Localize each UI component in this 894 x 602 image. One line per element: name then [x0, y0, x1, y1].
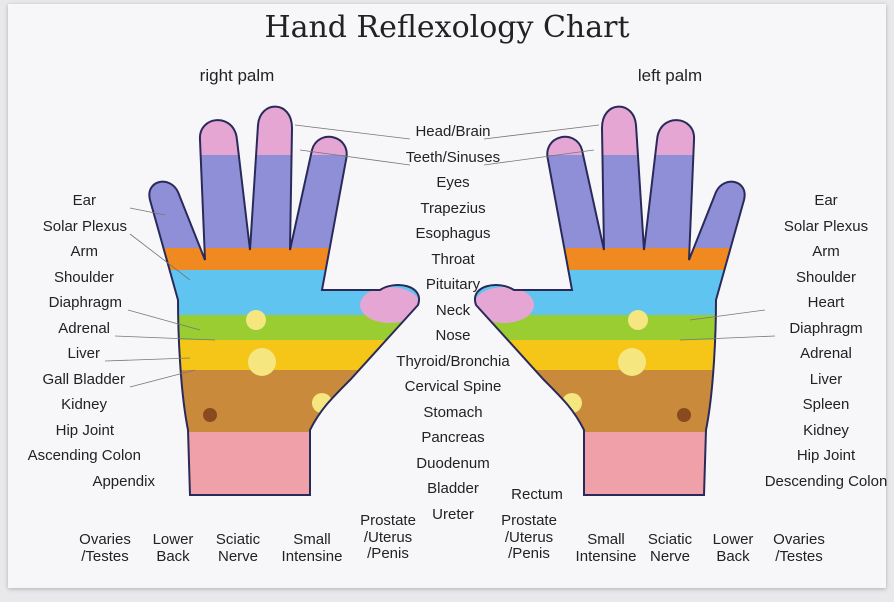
left-label-diaphragm: Diaphragm: [789, 320, 863, 337]
left-label-ovaries-testes: Ovaries/Testes: [773, 531, 825, 565]
right-palm-heading: right palm: [199, 66, 275, 85]
left-label-spleen: Spleen: [802, 396, 850, 413]
left-label-ear: Ear: [814, 192, 838, 209]
left-label-descending-colon: Descending Colon: [764, 473, 888, 490]
right-label-hip-joint: Hip Joint: [55, 422, 114, 439]
chart-card: [8, 4, 886, 588]
label-thyroid-bronchia: Thyroid/Bronchia: [396, 353, 510, 370]
label-head-brain: Head/Brain: [415, 123, 491, 140]
left-label-liver: Liver: [809, 371, 843, 388]
label-cervical-spine: Cervical Spine: [404, 378, 502, 395]
label-pituitary: Pituitary: [425, 276, 481, 293]
left-label-heart: Heart: [807, 294, 845, 311]
leader-lines: [104, 124, 776, 388]
right-label-ascending-colon: Ascending Colon: [27, 447, 141, 464]
left-palm-heading: left palm: [637, 66, 703, 85]
right-palm-illustration: [140, 90, 440, 512]
right-label-gall-bladder: Gall Bladder: [42, 371, 125, 388]
label-throat: Throat: [431, 251, 475, 268]
right-label-adrenal: Adrenal: [58, 320, 110, 337]
right-label-ovaries-testes: Ovaries/Testes: [79, 531, 131, 565]
right-label-liver: Liver: [67, 345, 100, 362]
label-trapezius: Trapezius: [420, 200, 486, 217]
left-label-arm: Arm: [812, 243, 840, 260]
right-label-kidney: Kidney: [61, 396, 107, 413]
right-label-ear: Ear: [72, 192, 96, 209]
label-pancreas: Pancreas: [421, 429, 485, 446]
left-label-kidney: Kidney: [803, 422, 849, 439]
label-ureter: Ureter: [432, 506, 474, 523]
right-label-arm: Arm: [70, 243, 99, 260]
label-stomach: Stomach: [423, 404, 483, 421]
label-duodenum: Duodenum: [416, 455, 490, 472]
label-esophagus: Esophagus: [415, 225, 491, 242]
right-label-prostate-uterus-penis: Prostate/Uterus/Penis: [360, 512, 416, 562]
label-neck: Neck: [435, 302, 471, 319]
label-rectum: Rectum: [511, 486, 563, 503]
right-label-appendix: Appendix: [92, 473, 155, 490]
label-eyes: Eyes: [436, 174, 470, 191]
chart-title: Hand Reflexology Chart: [264, 10, 630, 45]
right-label-diaphragm: Diaphragm: [48, 294, 122, 311]
right-label-shoulder: Shoulder: [53, 269, 114, 286]
right-label-solar-plexus: Solar Plexus: [42, 218, 127, 235]
left-label-prostate-uterus-penis: Prostate/Uterus/Penis: [501, 512, 557, 562]
left-label-hip-joint: Hip Joint: [796, 447, 856, 464]
left-label-solar-plexus: Solar Plexus: [783, 218, 869, 235]
left-label-adrenal: Adrenal: [800, 345, 852, 362]
left-label-shoulder: Shoulder: [795, 269, 857, 286]
label-teeth-sinuses: Teeth/Sinuses: [405, 149, 501, 166]
label-bladder: Bladder: [427, 480, 479, 497]
label-nose: Nose: [435, 327, 471, 344]
